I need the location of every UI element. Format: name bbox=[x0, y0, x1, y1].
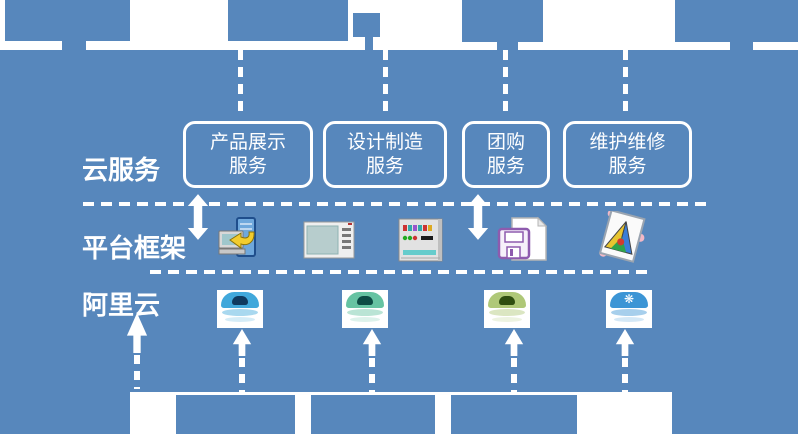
bottom-cutout-block-2 bbox=[176, 395, 295, 434]
service-box-product-display: 产品展示 服务 bbox=[183, 121, 313, 188]
top-cutout-stem-3 bbox=[497, 42, 518, 50]
service-box-line: 设计制造 bbox=[346, 131, 423, 153]
top-cutout-block-small bbox=[353, 13, 380, 37]
aliyun-node-teal bbox=[342, 290, 388, 328]
service-box-group-buying: 团购 服务 bbox=[462, 121, 550, 188]
top-cutout-stem-small bbox=[365, 37, 373, 50]
up-arrow-dashed-tail bbox=[511, 358, 517, 392]
top-cutout-block-2 bbox=[228, 0, 348, 41]
double-arrow-icon bbox=[187, 194, 209, 240]
top-cutout-block-4 bbox=[675, 0, 798, 42]
top-cutout-block-3 bbox=[462, 0, 543, 42]
up-arrow-icon bbox=[126, 313, 148, 353]
bottom-cutout-block-1 bbox=[0, 392, 130, 434]
dashed-connector-3 bbox=[503, 50, 508, 118]
top-cutout-stem-1 bbox=[62, 41, 86, 50]
up-arrow-icon bbox=[504, 329, 524, 356]
dashed-connector-4 bbox=[623, 50, 628, 114]
up-arrow-icon bbox=[362, 329, 382, 356]
bottom-cutout-block-5 bbox=[672, 392, 798, 434]
node-dome bbox=[221, 292, 259, 308]
aliyun-node-blue bbox=[217, 290, 263, 328]
node-dome bbox=[610, 292, 648, 308]
aliyun-node-gear bbox=[606, 290, 652, 328]
layer-separator-line-1 bbox=[83, 202, 713, 206]
row-label-aliyun: 阿里云 bbox=[82, 290, 161, 320]
up-arrow-dashed-tail bbox=[239, 358, 245, 392]
row-label-cloud-services: 云服务 bbox=[82, 155, 161, 185]
double-arrow-icon bbox=[467, 194, 489, 240]
node-head bbox=[499, 296, 515, 305]
up-arrow-dashed-tail bbox=[369, 358, 375, 392]
application-window-icon bbox=[303, 221, 355, 259]
up-arrow-dashed-tail bbox=[622, 358, 628, 392]
control-panel-icon bbox=[398, 218, 443, 262]
save-document-icon bbox=[497, 216, 548, 261]
node-dome bbox=[346, 292, 384, 308]
service-box-line: 服务 bbox=[608, 155, 647, 177]
up-arrow-icon bbox=[615, 329, 635, 356]
node-head bbox=[232, 296, 248, 305]
service-box-maintenance-repair: 维护维修 服务 bbox=[563, 121, 692, 188]
node-head bbox=[357, 296, 373, 305]
service-box-line: 服务 bbox=[365, 155, 404, 177]
bottom-cutout-block-4 bbox=[451, 395, 577, 434]
bottom-cutout-block-3 bbox=[311, 395, 435, 434]
service-box-line: 团购 bbox=[486, 131, 525, 153]
image-viewer-icon bbox=[598, 211, 646, 263]
service-box-line: 产品展示 bbox=[209, 131, 286, 153]
service-box-line: 维护维修 bbox=[589, 131, 666, 153]
service-box-design-manufacture: 设计制造 服务 bbox=[323, 121, 447, 188]
top-cutout-block-1 bbox=[5, 0, 130, 41]
up-arrow-icon bbox=[232, 329, 252, 356]
service-box-line: 服务 bbox=[228, 155, 267, 177]
gear-icon bbox=[621, 295, 637, 304]
row-label-platform-framework: 平台框架 bbox=[82, 233, 187, 263]
dashed-connector-2 bbox=[383, 50, 388, 118]
service-box-line: 服务 bbox=[486, 155, 525, 177]
layer-separator-line-2 bbox=[150, 270, 650, 274]
aliyun-node-olive bbox=[484, 290, 530, 328]
dashed-connector-1 bbox=[238, 50, 243, 118]
up-arrow-dashed-tail bbox=[134, 355, 140, 389]
client-computer-icon bbox=[218, 217, 256, 257]
top-cutout-stem-4 bbox=[730, 42, 753, 50]
node-dome bbox=[488, 292, 526, 308]
